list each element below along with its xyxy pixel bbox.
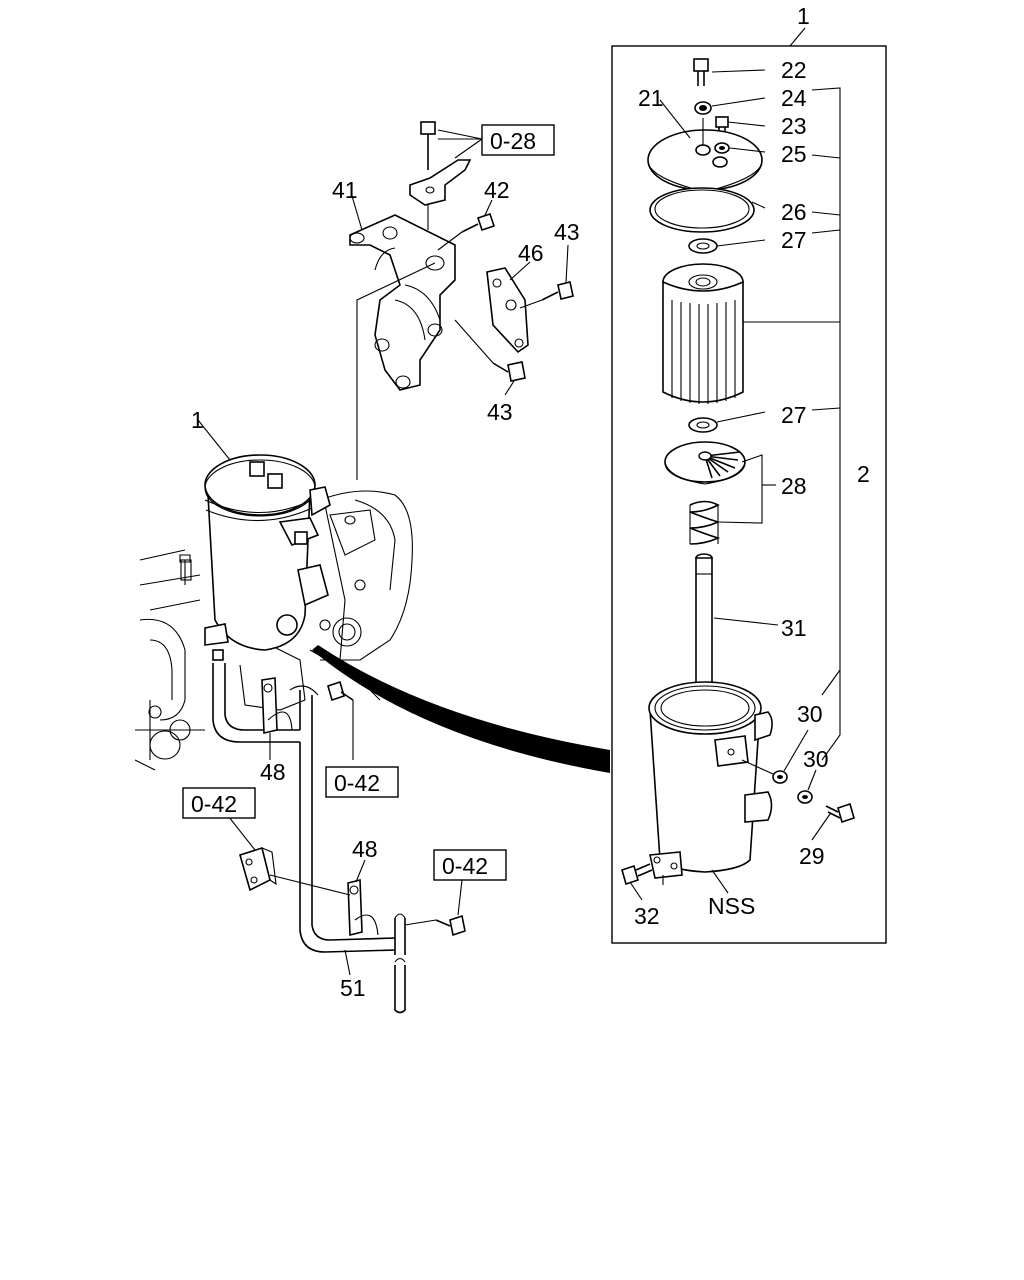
bolt-22 [693, 58, 709, 86]
clamp-block-0-42 [239, 846, 351, 896]
bracket-46 [486, 267, 529, 354]
callout-22: 22 [781, 57, 807, 83]
callout-46: 46 [518, 240, 544, 266]
callout-43-upper: 43 [554, 219, 580, 245]
pipe-clip-48-upper [261, 677, 293, 734]
callout-29: 29 [799, 843, 825, 869]
callout-30-lower: 30 [803, 746, 829, 772]
bolt-0-42-upper [327, 680, 354, 760]
leader-1-top [789, 27, 806, 47]
callout-43-lower: 43 [487, 399, 513, 425]
washer-30-lower-hole [802, 795, 808, 799]
callout-30-upper: 30 [797, 701, 823, 727]
o-ring-26 [649, 187, 755, 233]
callout-24: 24 [781, 85, 807, 111]
reference-box-0-42-middle: 0-42 [325, 766, 399, 798]
callout-27-lower: 27 [781, 402, 807, 428]
bolt-42 [437, 212, 496, 251]
gasket-27-upper-inner [696, 242, 710, 250]
filter-housing [648, 681, 773, 885]
callout-31: 31 [781, 615, 807, 641]
leader-bracket-to-filter [356, 262, 436, 480]
callout-21: 21 [638, 85, 664, 111]
reference-box-0-42-right: 0-42 [433, 849, 507, 881]
callout-48-lower: 48 [352, 836, 378, 862]
gasket-27-lower [688, 417, 718, 433]
callout-41: 41 [332, 177, 358, 203]
washer-30-upper-hole [777, 775, 783, 779]
reference-label-0-42-left: 0-42 [191, 791, 237, 817]
callout-2: 2 [857, 461, 870, 487]
callout-1-left: 1 [191, 407, 204, 433]
bolt-32 [621, 863, 653, 886]
bolt-43-upper [519, 281, 574, 309]
fuel-filter-assembly-1 [204, 454, 331, 661]
mounting-bracket-41 [349, 214, 456, 391]
detail-arrow [312, 645, 610, 773]
bolt-0-42-right [404, 914, 466, 937]
callout-25: 25 [781, 141, 807, 167]
bolt-29 [825, 802, 855, 824]
callout-27-upper: 27 [781, 227, 807, 253]
gasket-27-upper [688, 238, 718, 254]
reference-box-0-42-left: 0-42 [182, 787, 256, 819]
washer-25 [714, 142, 730, 154]
callout-26: 26 [781, 199, 807, 225]
leader-washer-upper-to-housing [741, 759, 774, 775]
reference-box-0-28: 0-28 [481, 124, 555, 156]
callout-1-top: 1 [797, 3, 810, 29]
callout-51: 51 [340, 975, 366, 1001]
filter-cover-21 [647, 118, 763, 193]
pipe-clip-48-lower [347, 878, 379, 937]
o-ring-26-inner [654, 189, 750, 229]
callout-42: 42 [484, 177, 510, 203]
bolt-0-28 [409, 121, 472, 230]
leader-lines-right [629, 69, 841, 901]
callout-23: 23 [781, 113, 807, 139]
callout-32: 32 [634, 903, 660, 929]
callout-nss: NSS [708, 893, 755, 919]
nut-24 [694, 101, 712, 115]
reference-label-0-42-middle: 0-42 [334, 770, 380, 796]
fuel-pipe-51 [212, 663, 406, 1014]
filter-element [662, 263, 744, 404]
reference-label-0-42-right: 0-42 [442, 853, 488, 879]
retainer-plate-28 [664, 441, 746, 485]
callout-28: 28 [781, 473, 807, 499]
callout-48-upper: 48 [260, 759, 286, 785]
gasket-27-lower-inner [696, 421, 710, 429]
bolt-43-lower [454, 319, 526, 382]
reference-label-0-28: 0-28 [490, 128, 536, 154]
